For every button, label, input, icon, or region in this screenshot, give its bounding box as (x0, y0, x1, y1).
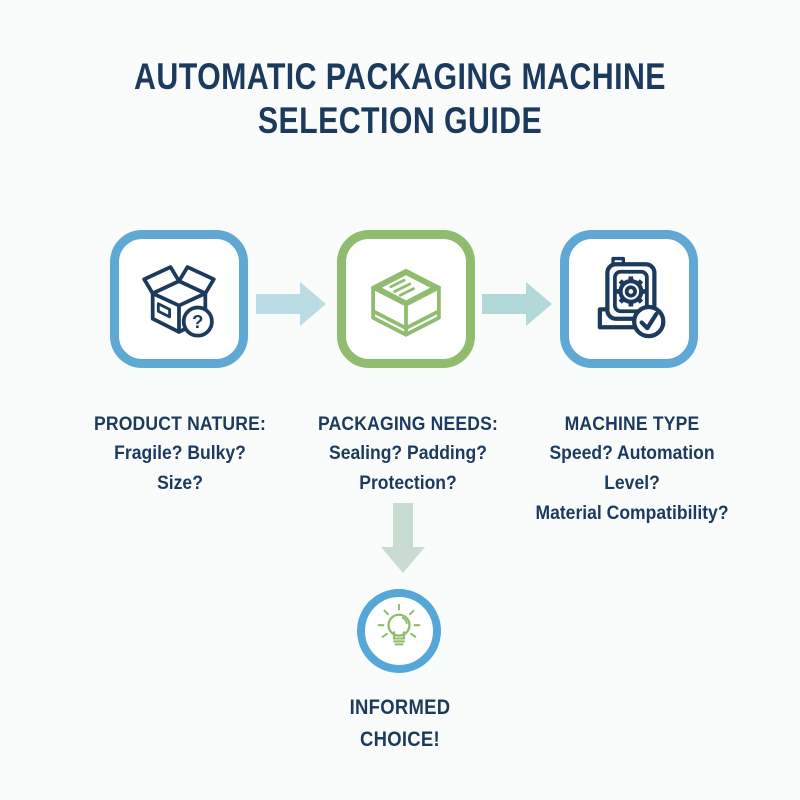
gear-icon (615, 276, 646, 307)
step-label-packaging-needs: PACKAGING NEEDS: Sealing? Padding? Prote… (296, 410, 521, 498)
lightbulb-icon (377, 603, 421, 646)
checkmark-icon (639, 311, 659, 331)
title-line-2: SELECTION GUIDE (257, 100, 543, 142)
step-line: Fragile? Bulky? (114, 442, 246, 464)
lightbulb-strokes (377, 603, 421, 646)
question-mark-glyph: ? (192, 311, 203, 332)
result-line-2: CHOICE! (360, 727, 440, 751)
step-line: Material Compatibility? (535, 502, 729, 524)
step-card-packaging-needs (337, 230, 475, 368)
step-line: Protection? (359, 472, 457, 494)
lightbulb-rays (377, 603, 421, 638)
box-question-icon: ? (142, 265, 216, 338)
title-line-1: AUTOMATIC PACKAGING MACHINE (134, 56, 666, 97)
step-label-product-nature: PRODUCT NATURE: Fragile? Bulky? Size? (68, 410, 293, 498)
page-title: AUTOMATIC PACKAGING MACHINE SELECTION GU… (72, 55, 728, 144)
informed-choice-ring (357, 589, 441, 673)
step-line: Sealing? Padding? (329, 442, 487, 464)
step-heading: PRODUCT NATURE: (93, 413, 267, 435)
right-arrow-shape (256, 282, 326, 326)
step-card-product-nature: ? (110, 230, 248, 368)
result-line-1: INFORMED (349, 696, 451, 719)
machine-strokes (597, 256, 666, 339)
step-label-machine-type: MACHINE TYPE Speed? Automation Level? Ma… (520, 410, 745, 528)
step-line: Size? (157, 472, 203, 494)
right-arrow-icon (482, 282, 552, 326)
step-heading: MACHINE TYPE (564, 413, 700, 435)
right-arrow-icon (256, 282, 326, 326)
down-arrow-shape (381, 503, 425, 573)
down-arrow-icon (381, 503, 425, 573)
check-circle (632, 304, 666, 339)
result-label: INFORMED CHOICE! (48, 692, 752, 755)
step-line: Speed? Automation Level? (549, 442, 715, 494)
step-card-machine-type (560, 230, 698, 368)
open-box-icon (371, 268, 441, 337)
open-box-strokes (371, 268, 441, 337)
box-question-strokes: ? (142, 265, 216, 338)
machine-gear-check-icon (597, 256, 666, 339)
right-arrow-shape (482, 282, 552, 326)
step-heading: PACKAGING NEEDS: (317, 413, 499, 435)
